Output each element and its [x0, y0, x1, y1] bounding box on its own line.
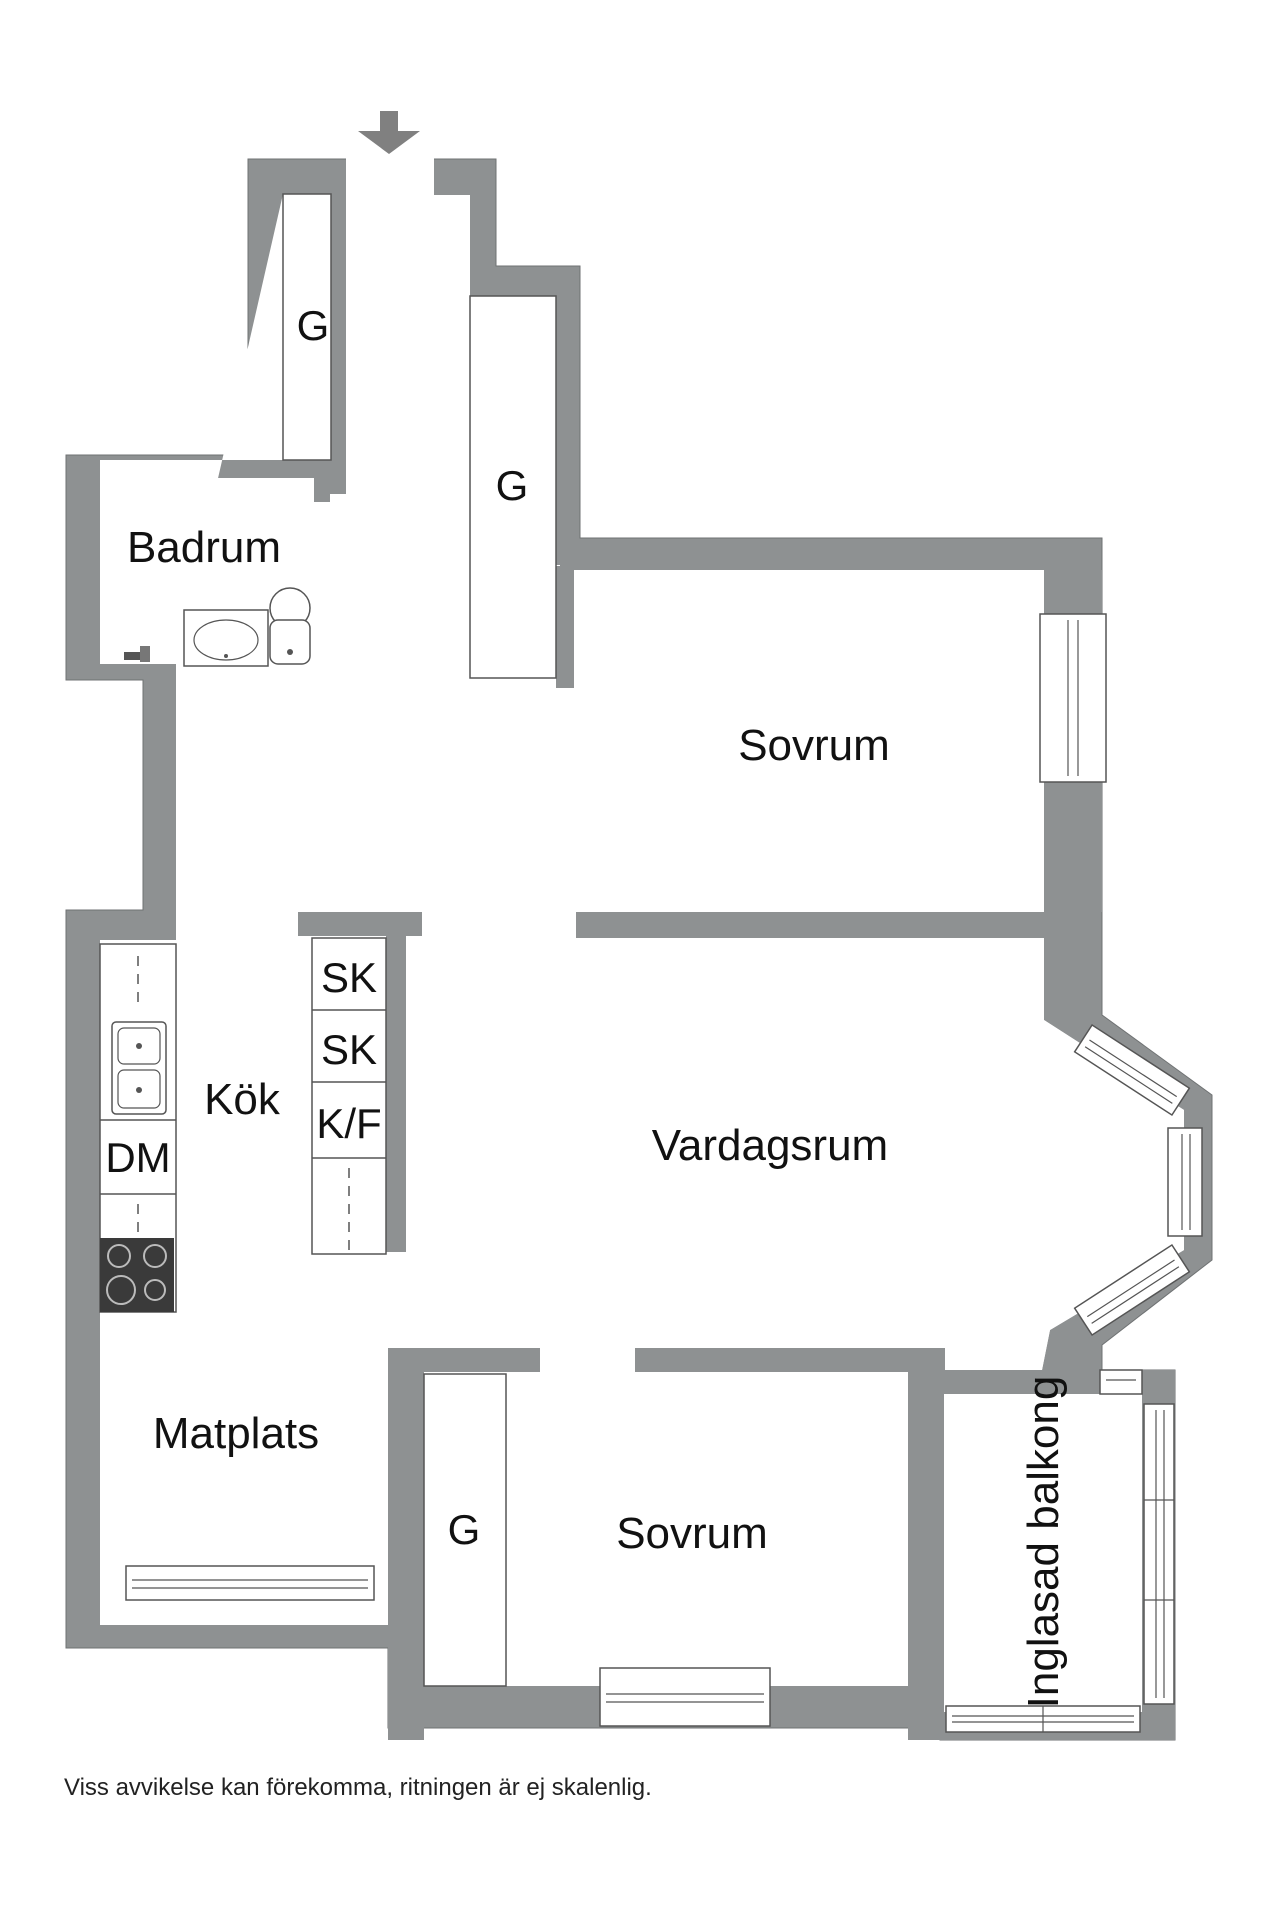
window-bedroom-lower: [599, 1667, 771, 1727]
sink-icon: [183, 609, 269, 667]
entrance-arrow-icon: [358, 111, 420, 154]
disclaimer-note: Viss avvikelse kan förekomma, ritningen …: [64, 1774, 652, 1801]
room-label-balkong: Inglasad balkong: [1019, 1376, 1068, 1709]
window-balkong-top: [1099, 1369, 1143, 1395]
room-label-sovrum-lower: Sovrum: [616, 1509, 768, 1558]
kitchen-sink-icon: [111, 1021, 167, 1115]
closet-2-label: G: [496, 462, 529, 509]
room-vardagsrum: [388, 938, 1184, 1380]
fixture-label-kf: K/F: [316, 1100, 381, 1147]
fixture-label-sk-2: SK: [321, 1026, 377, 1073]
faucet-icon: [124, 646, 150, 662]
room-label-sovrum-upper: Sovrum: [738, 721, 890, 770]
closet-1: [282, 193, 332, 461]
window-bay-middle: [1167, 1127, 1203, 1237]
closet-3-label: G: [448, 1506, 481, 1553]
room-label-matplats: Matplats: [153, 1409, 319, 1458]
fixture-label-dm: DM: [105, 1134, 170, 1181]
wall-bedroom-bottom: [534, 912, 1044, 938]
kitchen-island: [311, 937, 387, 1255]
closet-2: [469, 295, 557, 679]
room-label-vardagsrum: Vardagsrum: [652, 1121, 888, 1170]
closet-1-label: G: [297, 302, 330, 349]
window-balkong-bottom: [945, 1705, 1141, 1733]
window-bay-lower: [1073, 1243, 1191, 1337]
room-label-kok: Kök: [204, 1075, 281, 1124]
fixture-label-sk-1: SK: [321, 954, 377, 1001]
island-wall: [298, 912, 422, 936]
wall-lower-bedroom-top-right: [635, 1348, 945, 1372]
window-bedroom-upper: [1039, 613, 1107, 783]
window-matplats: [125, 1565, 375, 1601]
room-balkong: [944, 1394, 1142, 1712]
stove-icon: [100, 1238, 174, 1312]
toilet-icon: [269, 587, 311, 665]
window-balkong-side: [1143, 1403, 1175, 1705]
room-sovrum-upper: [574, 570, 1044, 912]
closet-3: [423, 1373, 507, 1687]
room-label-badrum: Badrum: [127, 523, 281, 572]
window-bay-upper: [1073, 1023, 1191, 1117]
